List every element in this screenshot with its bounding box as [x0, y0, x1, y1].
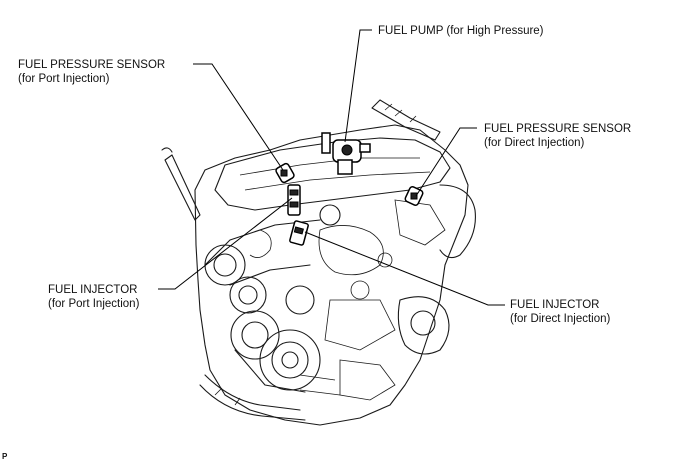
fuel-pump-label: FUEL PUMP (for High Pressure) [378, 24, 544, 38]
leader-sensor-direct [415, 127, 477, 197]
fuel-injector-icon [287, 184, 301, 216]
leader-sensor-port [193, 63, 284, 171]
sensor-direct-title: FUEL PRESSURE SENSOR [484, 123, 632, 135]
pressure-sensor-icon [404, 186, 424, 206]
injector-direct-title: FUEL INJECTOR [510, 299, 600, 311]
injector-port-sub: (for Port Injection) [48, 298, 140, 310]
sensor-port-label: FUEL PRESSURE SENSOR (for Port Injection… [18, 58, 165, 86]
sensor-direct-label: FUEL PRESSURE SENSOR (for Direct Injecti… [484, 122, 631, 150]
injector-direct-sub: (for Direct Injection) [510, 313, 611, 325]
leader-injector-port [158, 197, 293, 290]
fuel-pump-icon [321, 132, 371, 175]
leader-injector-direct [304, 231, 505, 306]
injector-port-title: FUEL INJECTOR [48, 284, 138, 296]
fuel-pump-title: FUEL PUMP (for High Pressure) [378, 25, 544, 37]
injector-direct-label: FUEL INJECTOR (for Direct Injection) [510, 298, 610, 326]
pressure-sensor-icon [275, 162, 295, 184]
figure-code: P [2, 452, 8, 461]
leader-fuel-pump [344, 29, 372, 143]
injector-port-label: FUEL INJECTOR (for Port Injection) [48, 283, 139, 311]
sensor-direct-sub: (for Direct Injection) [484, 137, 585, 149]
fuel-injector-icon [289, 220, 309, 246]
engine-drawing [161, 99, 476, 426]
sensor-port-sub: (for Port Injection) [18, 73, 110, 85]
sensor-port-title: FUEL PRESSURE SENSOR [18, 59, 166, 71]
